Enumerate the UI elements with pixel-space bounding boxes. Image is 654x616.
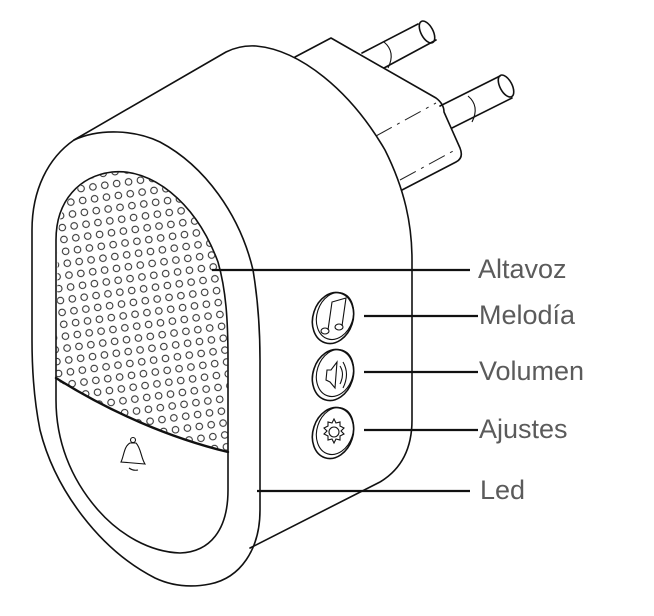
callout-lines (212, 268, 478, 493)
label-melodia: Melodía (479, 300, 576, 330)
label-volumen: Volumen (479, 356, 585, 386)
speaker-grille (54, 171, 230, 454)
speaker-icon (325, 360, 348, 390)
bell-icon (120, 436, 147, 471)
volume-button[interactable] (306, 344, 360, 406)
plug-prongs (361, 20, 515, 129)
melody-button[interactable] (306, 287, 360, 349)
music-note-icon (320, 297, 347, 335)
plug-base (294, 37, 463, 191)
label-led: Led (480, 475, 526, 505)
gear-icon (323, 417, 345, 445)
settings-button[interactable] (306, 402, 360, 464)
label-altavoz: Altavoz (478, 254, 567, 284)
label-ajustes: Ajustes (479, 414, 568, 444)
